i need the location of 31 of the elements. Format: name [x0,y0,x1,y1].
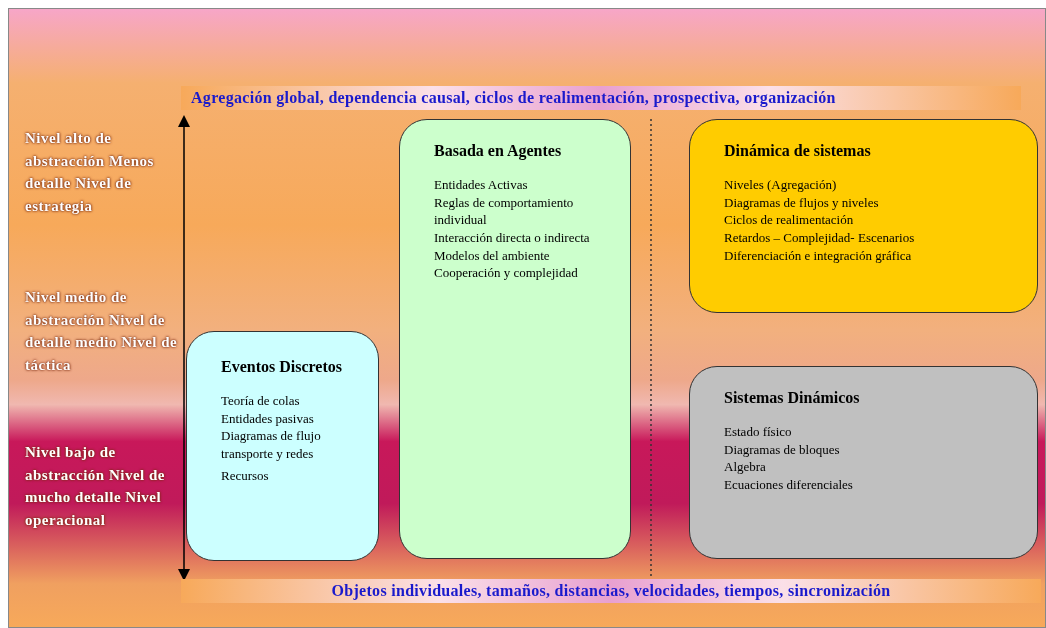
list-item: Diferenciación e integración gráfica [724,246,913,265]
list-item: Diagramas de flujo transporte y redes [221,427,322,463]
list-item: Algebra [724,458,767,477]
list-item: Ciclos de realimentación [724,211,855,230]
list-item: Diagramas de bloques [724,440,841,459]
card-heading: Eventos Discretos [221,357,344,377]
banner-text: Agregación global, dependencia causal, ciclos de realimentación, prospectiva, organización [181,86,1021,110]
list-item: Entidades Activas [434,176,529,194]
list-item: Modelos del ambiente [434,246,551,265]
card-heading: Dinámica de sistemas [724,141,872,161]
list-item: Teoría de colas [221,392,301,410]
list-item: Ecuaciones diferenciales [724,476,854,494]
list-item: Reglas de comportamiento individual [434,193,575,230]
level-label: Nivel medio de abstracción Nivel de detalle medio Nivel de táctica [25,288,179,375]
list-item: Diagramas de flujos y niveles [724,193,880,212]
list-item: Niveles (Agregación) [724,176,838,194]
category-card [399,119,631,559]
category-card [689,366,1038,559]
list-item: Entidades pasivas [221,409,315,428]
list-item: Estado físico [724,423,793,441]
list-item: Interacción directa o indirecta [434,229,591,247]
list-item: Recursos [221,466,270,485]
level-label: Nivel bajo de abstracción Nivel de mucho detalle Nivel operacional [25,443,166,530]
category-card [186,331,379,561]
category-card [689,119,1038,313]
card-heading: Sistemas Dinámicos [724,388,861,408]
list-item: Cooperación y complejidad [434,264,579,282]
card-heading: Basada en Agentes [434,141,563,162]
level-label: Nivel alto de abstracción Menos detalle Nivel de estrategia [25,129,155,216]
list-item: Retardos – Complejidad- Escenarios [724,229,916,247]
banner-text: Objetos individuales, tamaños, distancias, velocidades, tiempos, sincronización [181,579,1041,603]
